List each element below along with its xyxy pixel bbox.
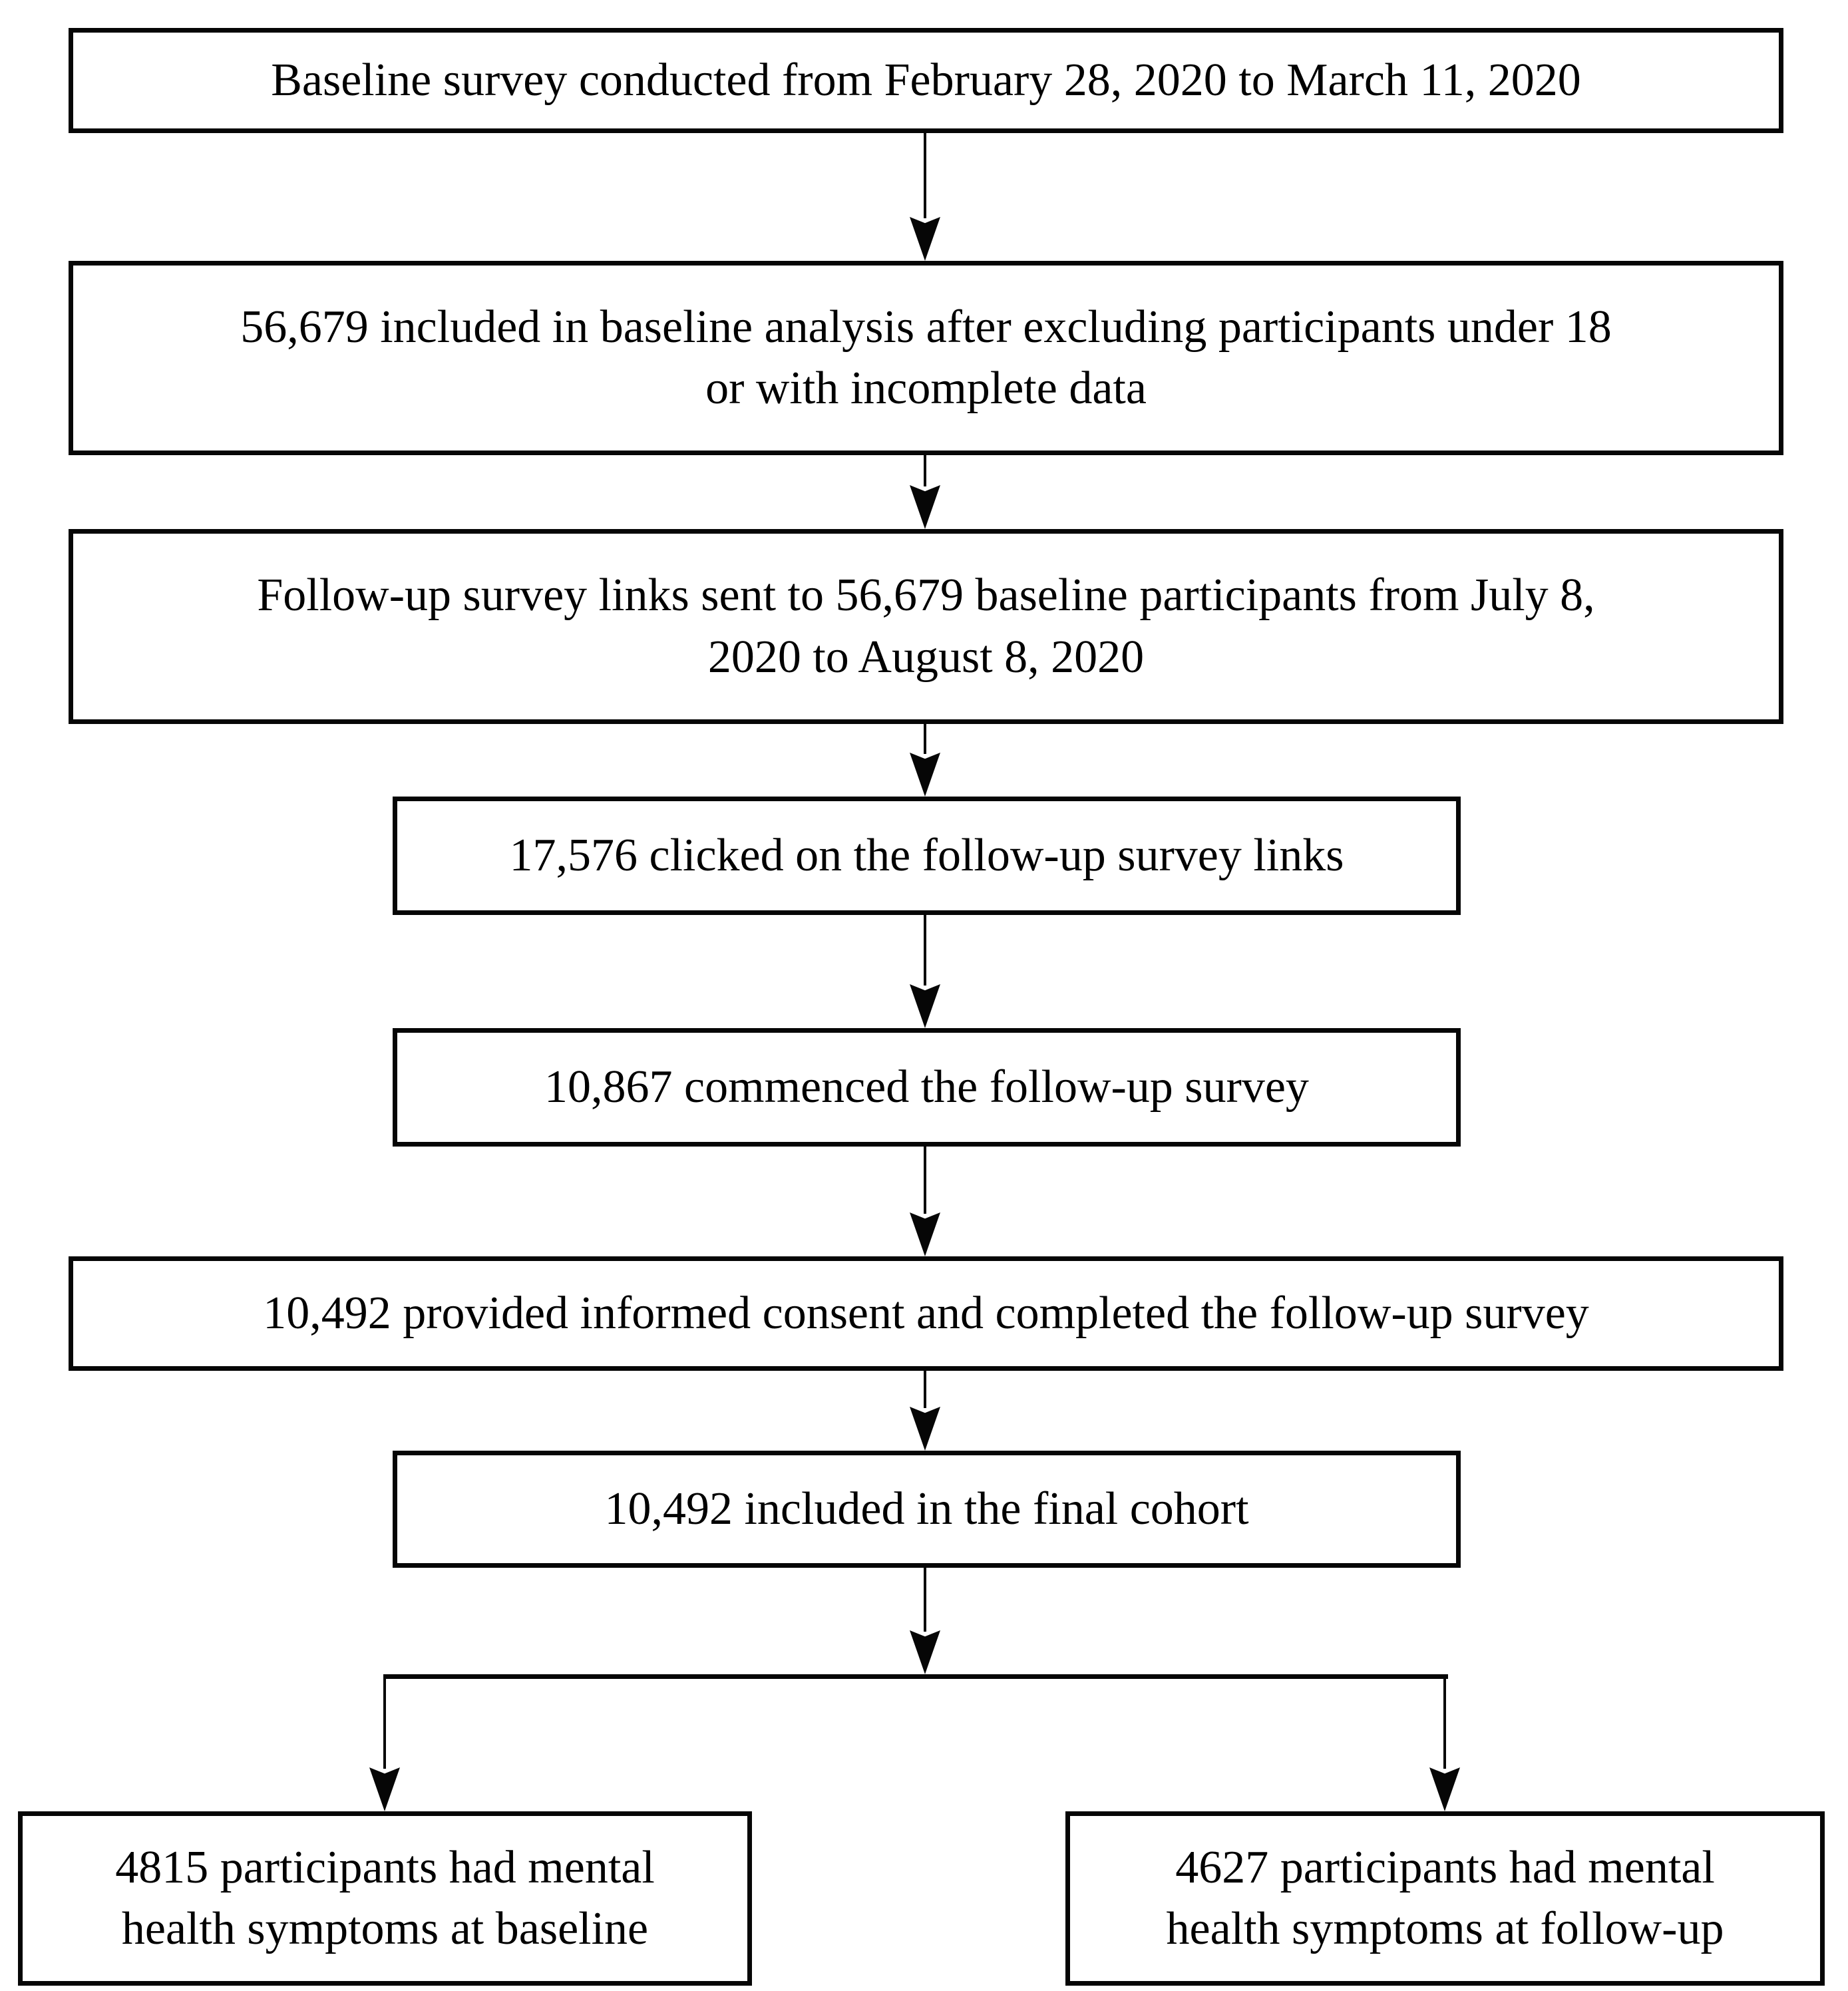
arrowhead-down-6-icon [910,1407,940,1451]
arrowhead-down-2-icon [910,485,940,529]
flow-box-symptoms-followup-text: 4627 participants had mental health symp… [1166,1841,1724,1954]
arrowhead-down-3-icon [910,753,940,797]
flow-box-clicked-links-text: 17,576 clicked on the follow-up survey l… [509,829,1344,881]
connector-2-line [924,455,926,486]
arrowhead-down-5-icon [910,1212,940,1256]
flow-box-consent-completed: 10,492 provided informed consent and com… [69,1256,1783,1371]
flow-box-followup-links-sent: Follow-up survey links sent to 56,679 ba… [69,529,1783,724]
flow-box-baseline-analysis-text: 56,679 included in baseline analysis aft… [240,301,1612,414]
connector-3-line [924,724,926,754]
flow-box-final-cohort-text: 10,492 included in the final cohort [604,1483,1249,1535]
arrowhead-down-4-icon [910,984,940,1028]
flow-box-clicked-links: 17,576 clicked on the follow-up survey l… [393,797,1461,915]
connector-6-line [924,1371,926,1408]
flow-box-final-cohort: 10,492 included in the final cohort [393,1451,1461,1568]
flow-box-followup-links-sent-text: Follow-up survey links sent to 56,679 ba… [257,570,1595,683]
branch-left-line [383,1679,386,1769]
flow-box-commenced-survey: 10,867 commenced the follow-up survey [393,1028,1461,1147]
flow-box-baseline-survey: Baseline survey conducted from February … [69,28,1783,133]
branch-horizontal-line [383,1674,1448,1679]
flow-box-consent-completed-text: 10,492 provided informed consent and com… [263,1287,1589,1339]
flow-box-commenced-survey-text: 10,867 commenced the follow-up survey [544,1061,1309,1113]
arrowhead-down-branch-icon [910,1630,940,1674]
flow-box-symptoms-baseline: 4815 participants had mental health symp… [18,1811,752,1986]
flow-box-symptoms-baseline-text: 4815 participants had mental health symp… [115,1841,655,1954]
arrowhead-down-1-icon [910,217,940,261]
connector-5-line [924,1147,926,1214]
connector-4-line [924,915,926,986]
arrowhead-down-left-icon [369,1767,400,1811]
branch-right-line [1443,1679,1446,1769]
flow-box-baseline-survey-text: Baseline survey conducted from February … [271,54,1581,106]
connector-1-line [924,133,926,218]
flow-box-baseline-analysis: 56,679 included in baseline analysis aft… [69,261,1783,455]
arrowhead-down-right-icon [1429,1767,1460,1811]
flow-box-symptoms-followup: 4627 participants had mental health symp… [1065,1811,1825,1986]
branch-stem-line [924,1568,926,1632]
